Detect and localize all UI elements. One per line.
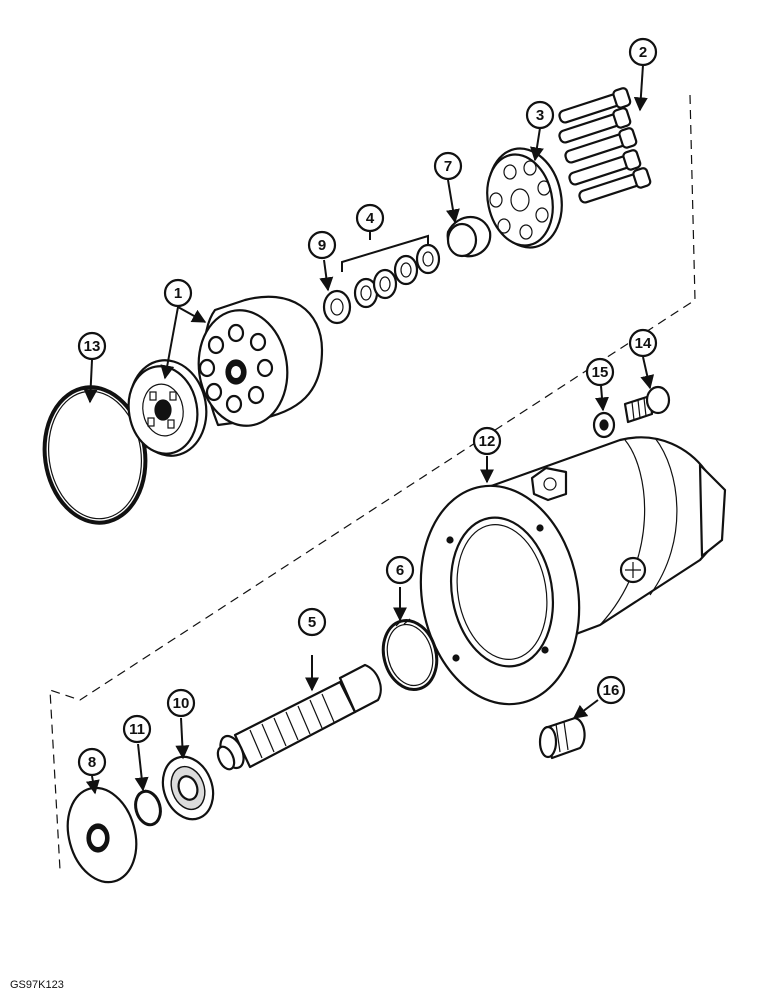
seal-disc-part (66, 786, 138, 884)
ball-guide-part (446, 216, 492, 258)
washer-stack-part (353, 243, 441, 309)
callout-2: 2 (628, 37, 658, 67)
callout-9: 9 (307, 230, 337, 260)
callout-5-label: 5 (308, 614, 316, 631)
callout-11: 11 (122, 714, 152, 744)
callout-4: 4 (355, 203, 385, 233)
callout-12: 12 (472, 426, 502, 456)
callout-2-label: 2 (639, 44, 647, 61)
barrel-bores (198, 323, 274, 414)
callout-16-label: 16 (603, 682, 620, 699)
retaining-ring-part (134, 789, 162, 827)
cap-screw-part (623, 385, 671, 424)
washer-part (322, 289, 352, 325)
callout-6-label: 6 (396, 562, 404, 579)
callout-4-label: 4 (366, 210, 375, 227)
figure-reference-code: GS97K123 (10, 979, 64, 991)
callout-1: 1 (163, 278, 193, 308)
callout-3-label: 3 (536, 107, 544, 124)
logo-mark (619, 556, 647, 584)
callout-10-label: 10 (173, 695, 190, 712)
pistons-part (558, 87, 652, 204)
callout-16: 16 (596, 675, 626, 705)
callout-14-label: 14 (635, 335, 652, 352)
bearing-part (161, 755, 215, 821)
callout-7-label: 7 (444, 158, 452, 175)
callout-10: 10 (166, 688, 196, 718)
retainer-holes (489, 160, 551, 240)
callout-9-label: 9 (318, 237, 326, 254)
callout-15: 15 (585, 357, 615, 387)
callout-7: 7 (433, 151, 463, 181)
callout-1-label: 1 (174, 285, 182, 302)
callout-13-label: 13 (84, 338, 101, 355)
drive-shaft-part (216, 663, 382, 771)
callout-3: 3 (525, 100, 555, 130)
callout-8-label: 8 (88, 754, 96, 771)
retainer-plate-part (486, 147, 563, 249)
callout-5: 5 (297, 607, 327, 637)
plug-part (538, 716, 586, 760)
leader-lines (83, 64, 655, 795)
motor-housing-part (419, 436, 727, 706)
callout-14: 14 (628, 328, 658, 358)
callout-13: 13 (77, 331, 107, 361)
callout-8: 8 (77, 747, 107, 777)
callout-11-label: 11 (129, 721, 145, 738)
callout-15-label: 15 (592, 364, 609, 381)
cylinder-barrel-part (197, 295, 324, 427)
assembly-boundary-line (49, 94, 696, 871)
callout-12-label: 12 (479, 433, 496, 450)
small-washer-part (592, 411, 616, 439)
valve-plate-part (127, 359, 208, 457)
callout-6: 6 (385, 555, 415, 585)
